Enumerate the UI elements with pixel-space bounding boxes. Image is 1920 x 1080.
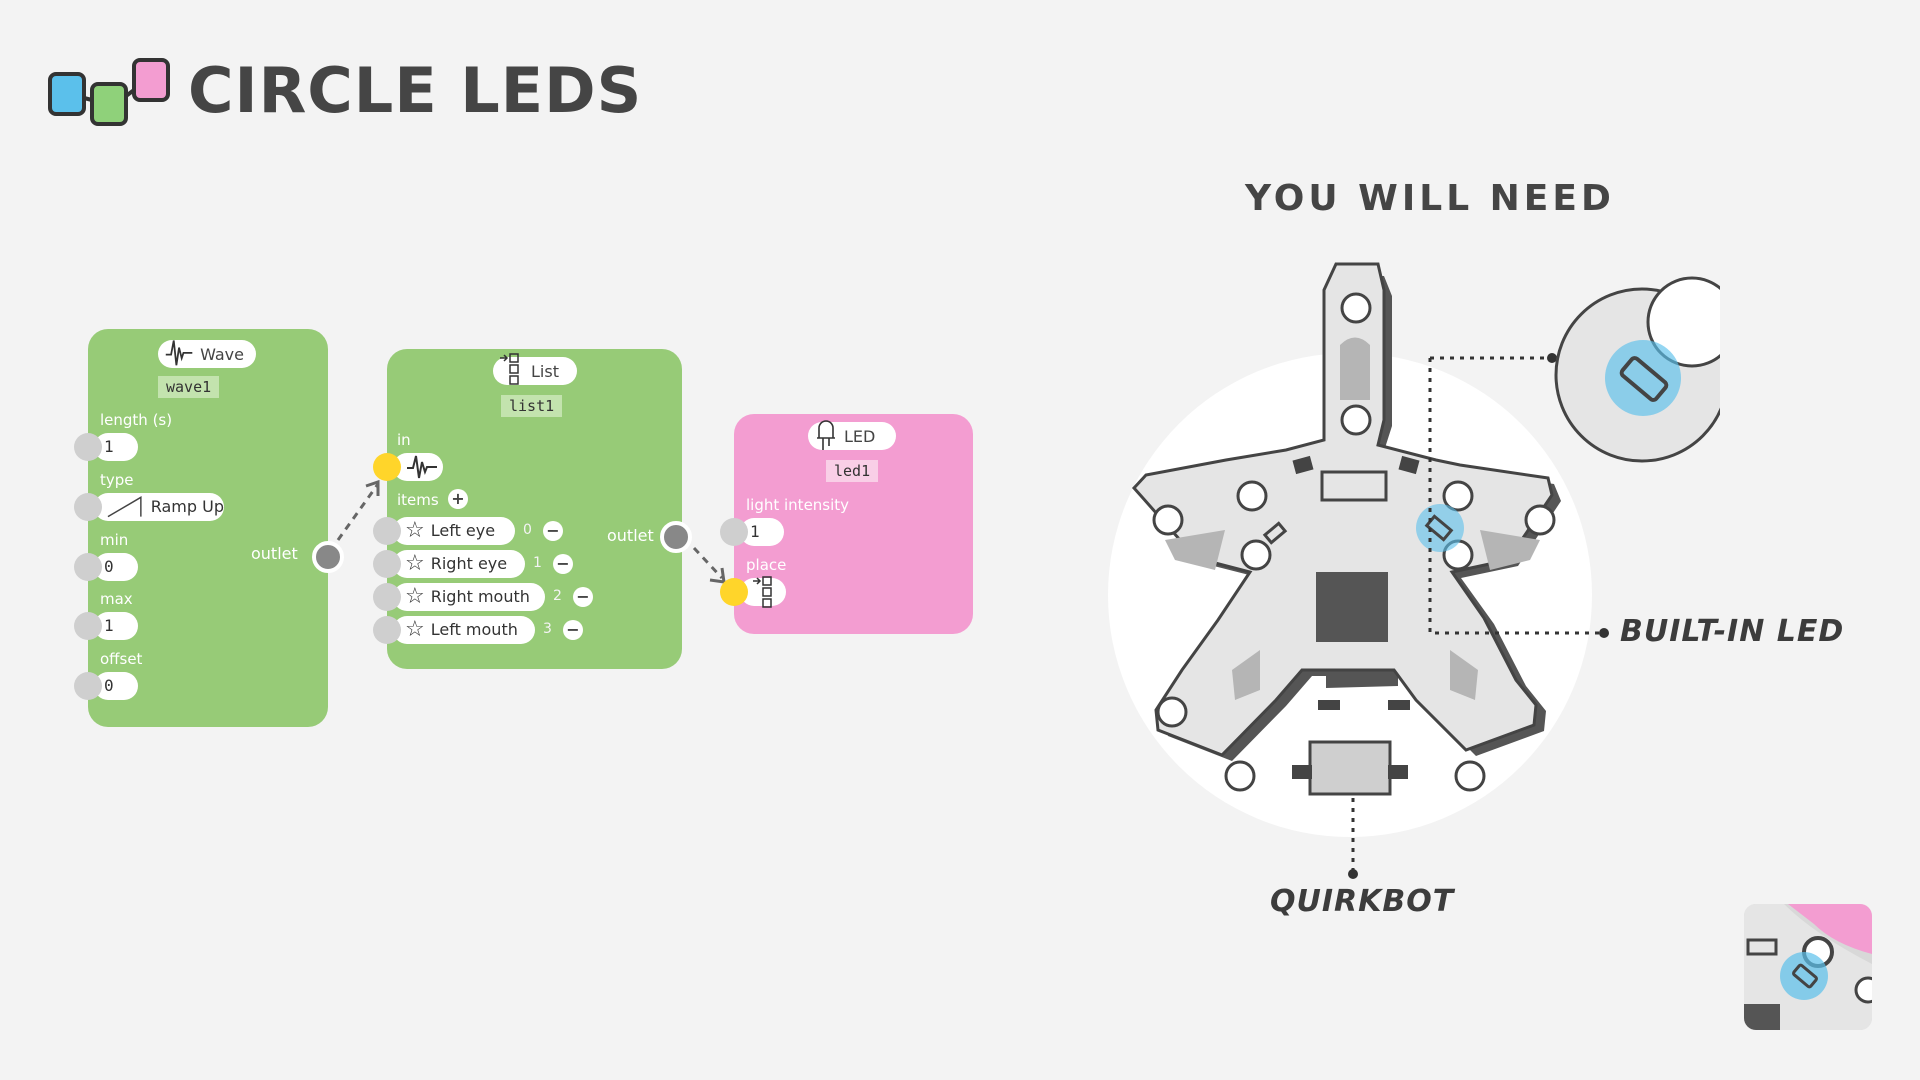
param-row-place (720, 576, 800, 608)
type-inlet-port[interactable] (74, 493, 102, 521)
app-logo-icon (48, 58, 170, 126)
list-item-port[interactable] (373, 517, 401, 545)
list-item-index: 1 (533, 555, 542, 571)
type-select[interactable]: Ramp Up (94, 493, 224, 521)
quirkbot-label: QUIRKBOT (1270, 884, 1455, 919)
list-item-label: Right eye (430, 554, 508, 573)
board-thumbnail-icon[interactable] (1744, 904, 1872, 1030)
param-row-offset: 0 (74, 672, 154, 702)
param-label-light-intensity: light intensity (746, 496, 850, 514)
wave-icon (407, 455, 437, 479)
wave-block[interactable]: Wave wave1 length (s) 1 type Ramp Up min… (74, 329, 344, 727)
param-label-length: length (s) (100, 411, 173, 429)
list-item[interactable]: ☆ Left mouth (393, 616, 535, 644)
you-will-need-title: YOU WILL NEED (1245, 178, 1615, 219)
list-item[interactable]: ☆ Right mouth (393, 583, 545, 611)
list-item-port[interactable] (373, 616, 401, 644)
list-icon (753, 576, 772, 608)
param-row-length: 1 (74, 433, 154, 463)
wave-outlet-port[interactable] (312, 541, 344, 573)
led-icon (817, 420, 835, 450)
led-block-header[interactable]: LED (808, 420, 896, 450)
length-input[interactable]: 1 (94, 433, 138, 461)
quirkbot-board-illustration (1108, 262, 1720, 879)
list-item-index: 3 (543, 621, 552, 637)
list-item-label: Right mouth (430, 587, 530, 606)
list-items-label: items (397, 491, 439, 509)
param-label-type: type (100, 471, 134, 489)
built-in-led-label: BUILT-IN LED (1620, 614, 1845, 649)
place-inlet-port[interactable] (720, 578, 748, 606)
list-item-port[interactable] (373, 583, 401, 611)
block-title: List (531, 361, 559, 381)
list-item-label: Left eye (430, 521, 496, 540)
block-id: list1 (501, 395, 563, 417)
param-row-max: 1 (74, 612, 154, 642)
add-item-button[interactable]: + (448, 489, 468, 509)
list-item-index: 0 (523, 522, 532, 538)
light-intensity-inlet-port[interactable] (720, 518, 748, 546)
list-item[interactable]: ☆ Right eye (393, 550, 525, 578)
list-outlet-label: outlet (607, 526, 654, 545)
param-row-type: Ramp Up (74, 493, 234, 523)
wave-block-header[interactable]: Wave (158, 340, 256, 368)
block-title: LED (844, 426, 876, 446)
star-icon: ☆ (405, 617, 425, 642)
offset-inlet-port[interactable] (74, 672, 102, 700)
type-value: Ramp Up (150, 497, 224, 516)
list-item-row: ☆ Right eye 1 − (373, 550, 593, 580)
list-item-row: ☆ Left mouth 3 − (373, 616, 603, 646)
param-label-min: min (100, 531, 129, 549)
list-block[interactable]: List list1 in items + ☆ Left eye 0 − ☆ R… (373, 349, 692, 669)
block-id: led1 (826, 460, 879, 482)
param-label-max: max (100, 590, 133, 608)
remove-item-button[interactable]: − (553, 554, 573, 574)
param-row-min: 0 (74, 553, 154, 583)
length-inlet-port[interactable] (74, 433, 102, 461)
list-outlet-port[interactable] (660, 521, 692, 553)
list-in-value (393, 453, 443, 481)
list-item-label: Left mouth (430, 620, 518, 639)
min-inlet-port[interactable] (74, 553, 102, 581)
list-in-label: in (397, 431, 411, 449)
page-title: CIRCLE LEDS (188, 54, 643, 127)
remove-item-button[interactable]: − (543, 521, 563, 541)
param-row-light-intensity: 1 (720, 518, 800, 548)
ramp-up-icon (107, 496, 142, 518)
list-item-index: 2 (553, 588, 562, 604)
list-icon (500, 353, 519, 385)
list-item[interactable]: ☆ Left eye (393, 517, 515, 545)
led-block[interactable]: LED led1 light intensity 1 place (720, 414, 973, 634)
block-title: Wave (200, 344, 244, 364)
remove-item-button[interactable]: − (573, 587, 593, 607)
star-icon: ☆ (405, 584, 425, 609)
star-icon: ☆ (405, 518, 425, 543)
wave-outlet-label: outlet (251, 544, 298, 563)
list-item-row: ☆ Left eye 0 − (373, 517, 593, 547)
max-inlet-port[interactable] (74, 612, 102, 640)
list-in-port[interactable] (373, 453, 401, 481)
param-label-offset: offset (100, 650, 143, 668)
list-item-port[interactable] (373, 550, 401, 578)
param-label-place: place (746, 556, 787, 574)
wave-icon (165, 340, 193, 366)
remove-item-button[interactable]: − (563, 620, 583, 640)
list-block-header[interactable]: List (493, 353, 577, 385)
block-id: wave1 (158, 376, 220, 398)
star-icon: ☆ (405, 551, 425, 576)
list-item-row: ☆ Right mouth 2 − (373, 583, 603, 613)
list-in-row (373, 453, 453, 483)
